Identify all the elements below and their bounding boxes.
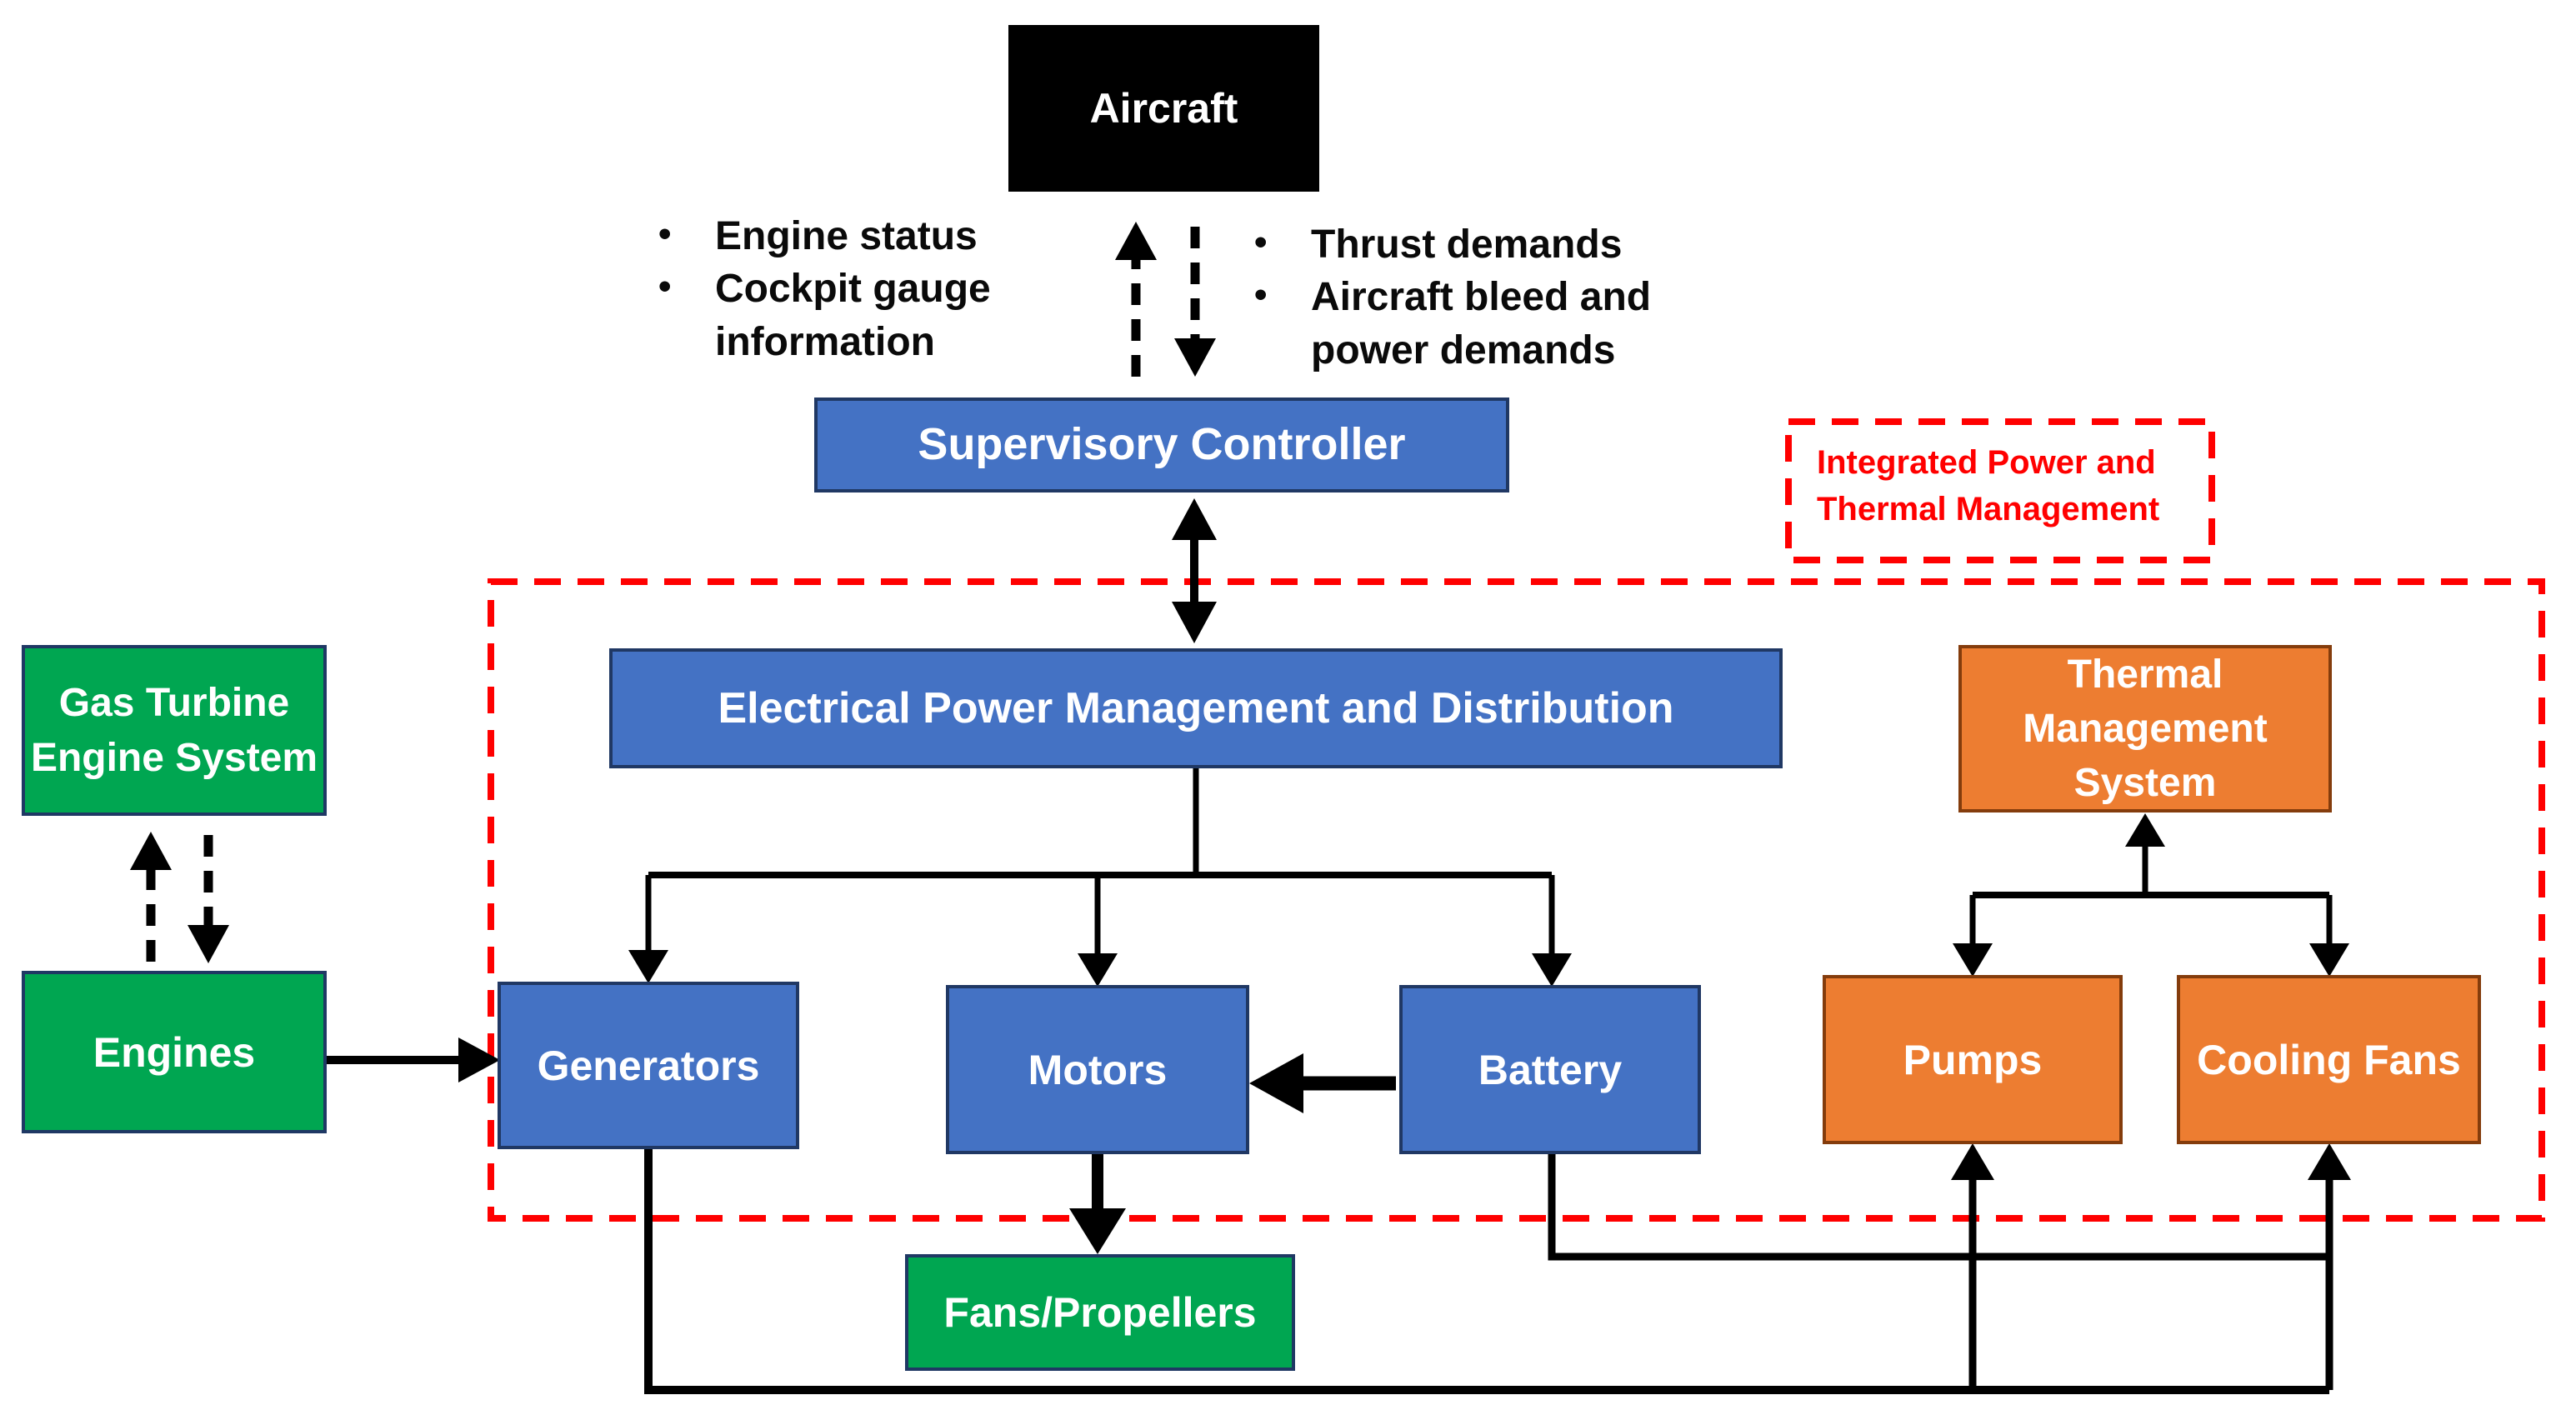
node-motors-label: Motors — [1028, 1046, 1168, 1093]
node-aircraft-label: Aircraft — [1089, 85, 1238, 132]
bullet-text-engine-status: Engine status — [715, 214, 978, 258]
node-thermal-management-system: Thermal Management System — [1958, 645, 2332, 812]
arrow-epmd-battery-head — [1532, 953, 1572, 987]
node-battery-label: Battery — [1478, 1046, 1623, 1093]
boundary-label-line1: Integrated Power and — [1817, 444, 2156, 481]
bullet-icon: • — [658, 213, 672, 254]
left-bullet-list: • Engine status • Cockpit gauge informat… — [658, 210, 1050, 368]
connector-generators-bottom-bus — [644, 1149, 2329, 1394]
node-engines: Engines — [22, 971, 327, 1133]
arrow-epmd-motors-head — [1078, 953, 1118, 987]
dashed-arrow-aircraft-up-head — [1115, 222, 1157, 260]
arrow-tms-pumps-head — [1953, 943, 1993, 977]
arrow-tms-coolingfans-head — [2309, 943, 2349, 977]
node-generators-label: Generators — [537, 1042, 760, 1089]
node-fans-propellers-label: Fans/Propellers — [943, 1289, 1257, 1336]
node-fans-propellers: Fans/Propellers — [905, 1254, 1295, 1371]
node-epmd: Electrical Power Management and Distribu… — [609, 648, 1783, 768]
node-cooling-fans-label: Cooling Fans — [2197, 1036, 2461, 1083]
bullet-icon: • — [1254, 222, 1268, 262]
node-pumps-label: Pumps — [1903, 1036, 2043, 1083]
bullet-item: • Engine status — [658, 210, 1050, 262]
bullet-text-cockpit-gauge: Cockpit gauge information — [715, 267, 991, 364]
node-gas-turbine-engine-system: Gas Turbine Engine System — [22, 645, 327, 816]
bullet-text-bleed-power-demands: Aircraft bleed and power demands — [1311, 275, 1652, 372]
dashed-arrow-supervisory-down-head — [1174, 338, 1216, 377]
bullet-text-thrust-demands: Thrust demands — [1311, 222, 1623, 267]
node-engines-label: Engines — [93, 1028, 256, 1076]
boundary-label: Integrated Power and Thermal Management — [1817, 439, 2200, 532]
node-battery: Battery — [1399, 985, 1701, 1154]
node-supervisory-controller: Supervisory Controller — [814, 398, 1509, 492]
arrow-into-pumps-head — [1951, 1143, 1994, 1180]
node-aircraft: Aircraft — [1008, 25, 1319, 192]
node-motors: Motors — [946, 985, 1249, 1154]
right-bullet-list: • Thrust demands • Aircraft bleed and po… — [1254, 218, 1754, 377]
node-gas-turbine-engine-system-label: Gas Turbine Engine System — [30, 681, 318, 780]
arrow-supervisory-epmd-bottom-head — [1172, 602, 1217, 643]
dashed-arrow-gtes-up-head — [130, 832, 172, 870]
arrow-into-coolingfans-head — [2308, 1143, 2351, 1180]
arrow-motors-fans-head — [1069, 1208, 1126, 1254]
arrow-into-tms-head — [2125, 813, 2165, 847]
bullet-item: • Aircraft bleed and power demands — [1254, 271, 1754, 377]
bullet-item: • Cockpit gauge information — [658, 262, 1050, 368]
node-cooling-fans: Cooling Fans — [2177, 975, 2481, 1144]
arrow-supervisory-epmd-top-head — [1172, 498, 1217, 540]
arrow-battery-motors-head — [1249, 1053, 1303, 1113]
node-thermal-management-system-label: Thermal Management System — [2023, 652, 2268, 806]
node-supervisory-controller-label: Supervisory Controller — [918, 419, 1406, 470]
bullet-item: • Thrust demands — [1254, 218, 1754, 271]
bullet-icon: • — [1254, 274, 1268, 316]
dashed-arrow-engines-down-head — [188, 925, 229, 963]
arrow-epmd-generators-head — [628, 950, 668, 983]
node-epmd-label: Electrical Power Management and Distribu… — [718, 683, 1674, 732]
node-generators: Generators — [498, 982, 799, 1149]
node-pumps: Pumps — [1823, 975, 2123, 1144]
bullet-icon: • — [658, 266, 672, 308]
boundary-label-line2: Thermal Management — [1817, 491, 2160, 528]
boundary-label-frame — [1785, 418, 2215, 563]
connector-battery-mid-bus — [1548, 1154, 2329, 1261]
arrow-engines-generators-head — [458, 1038, 500, 1082]
